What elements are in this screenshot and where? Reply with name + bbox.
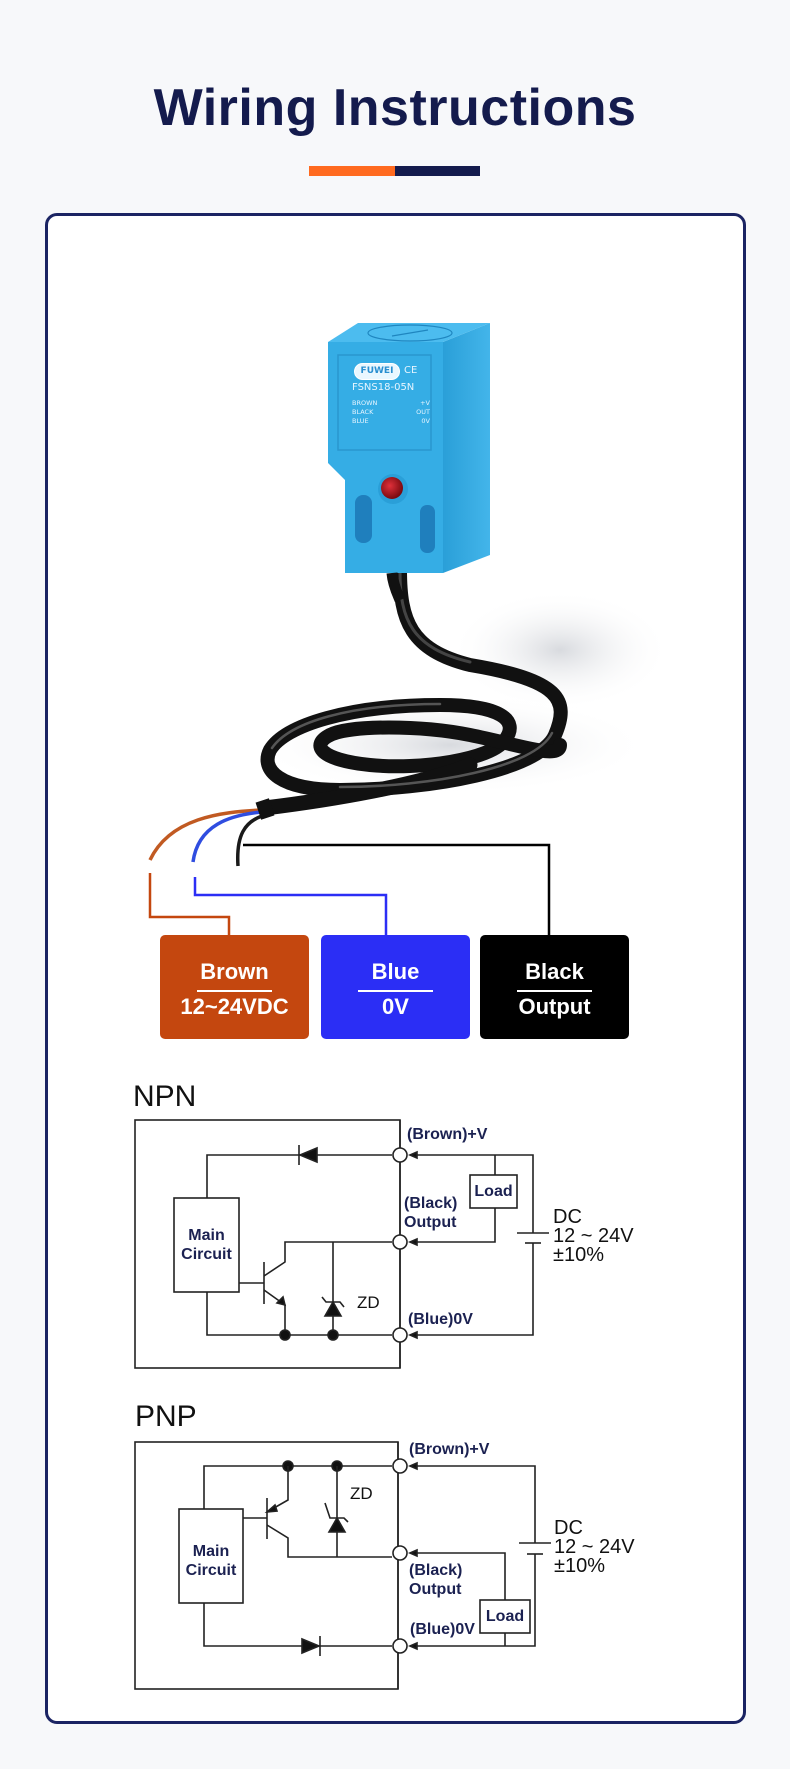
wire-name: Blue — [371, 959, 420, 984]
sensor-shadow — [450, 590, 670, 710]
wire-box-blue: Blue 0V — [321, 935, 470, 1039]
npn-zener-icon — [323, 1300, 343, 1317]
title-accent-navy — [395, 166, 480, 176]
sensor-model: FSNS18-05N — [352, 382, 415, 393]
pnp-main-circuit-box — [178, 1508, 244, 1604]
npn-terminal-out: (Black)Output — [404, 1195, 458, 1231]
pnp-sensor-box — [134, 1441, 399, 1690]
blue-leader — [193, 877, 388, 935]
blue-wire-lead — [191, 810, 263, 863]
brown-leader — [148, 873, 231, 935]
divider — [517, 990, 592, 992]
pnp-load-box — [479, 1599, 531, 1634]
brown-wire-lead — [148, 808, 263, 861]
wire-name: Brown — [200, 959, 269, 984]
npn-terminal-gnd: (Blue)0V — [408, 1311, 473, 1328]
ce-mark: CE — [404, 365, 418, 376]
npn-diode-icon — [297, 1146, 318, 1164]
cable-jacket-end — [255, 798, 275, 820]
divider — [358, 990, 433, 992]
cable-shadow — [250, 695, 650, 795]
pnp-terminal-v: (Brown)+V — [409, 1441, 490, 1458]
npn-load-box — [469, 1174, 518, 1209]
wire-function: Output — [518, 994, 591, 1019]
npn-title: NPN — [133, 1080, 197, 1113]
black-wire-lead — [235, 814, 263, 867]
npn-diagram — [134, 1119, 549, 1369]
npn-load-label: Load — [474, 1183, 513, 1200]
pnp-load-label: Load — [485, 1608, 525, 1625]
black-leader — [243, 843, 551, 935]
pnp-terminal-gnd: (Blue)0V — [410, 1621, 475, 1638]
title-accent-orange — [309, 166, 395, 176]
wire-function: 0V — [382, 994, 409, 1019]
page-title: Wiring Instructions — [153, 79, 637, 137]
sensor-brand-badge: FUWEI — [354, 363, 400, 380]
pnp-title: PNP — [135, 1400, 197, 1433]
wire-name: Black — [525, 959, 584, 984]
npn-terminal-v: (Brown)+V — [407, 1126, 488, 1143]
divider — [197, 990, 272, 992]
sensor-body — [328, 323, 490, 603]
pnp-diode-icon — [301, 1637, 322, 1655]
npn-zener-label: ZD — [357, 1293, 380, 1312]
pnp-diagram — [134, 1441, 551, 1690]
pnp-terminal-out: (Black)Output — [409, 1562, 463, 1598]
wire-box-black: Black Output — [480, 935, 629, 1039]
sensor-cable — [257, 563, 568, 816]
wire-box-brown: Brown 12~24VDC — [160, 935, 309, 1039]
wire-function: 12~24VDC — [180, 994, 289, 1019]
pnp-zener-label: ZD — [350, 1484, 373, 1503]
pnp-zener-icon — [327, 1516, 347, 1533]
